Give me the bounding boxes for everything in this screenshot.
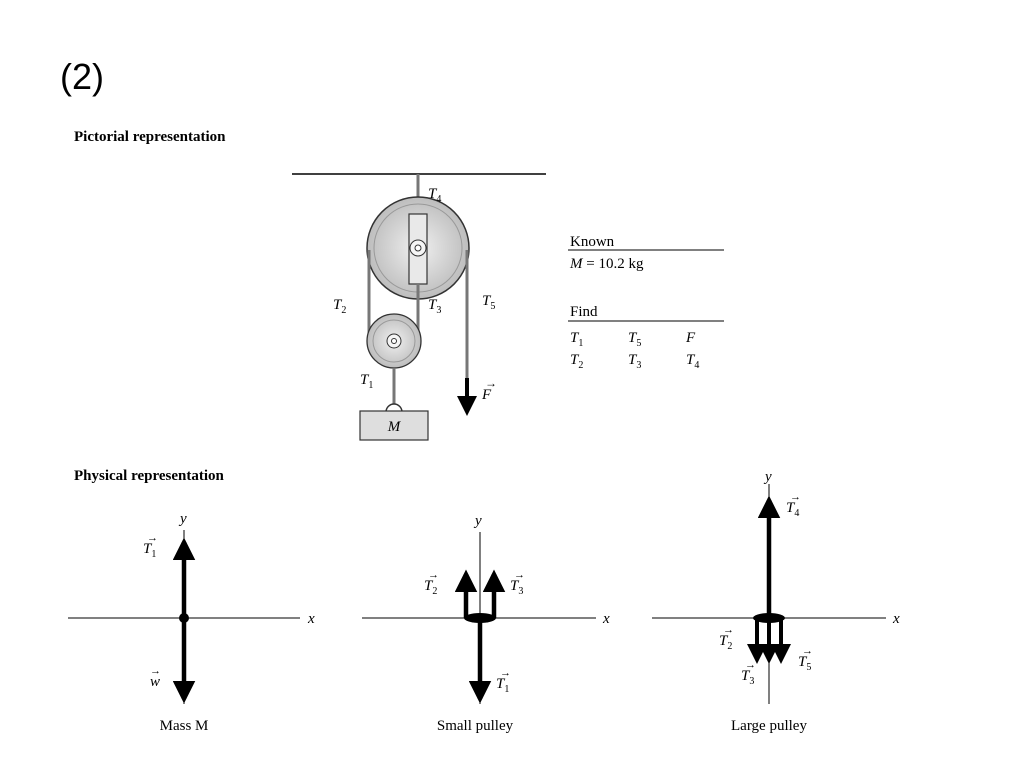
slide-number: (2)	[60, 56, 104, 97]
vec-mark: →	[150, 665, 161, 677]
find-item: T3	[628, 352, 641, 371]
y-axis-label: y	[763, 469, 772, 485]
label-t1: T1	[360, 372, 373, 391]
find-item: T4	[686, 352, 699, 371]
force-arrow-mark: →	[485, 376, 497, 390]
pictorial-heading: Pictorial representation	[74, 129, 226, 145]
vec-mark: →	[147, 532, 158, 544]
label-t2: T2	[333, 297, 346, 316]
vec-mark: →	[514, 569, 525, 581]
large-pulley	[366, 196, 470, 300]
find-heading: Find	[570, 304, 598, 320]
label-vec-t2-down: T2	[719, 633, 732, 652]
find-item: T2	[570, 352, 583, 371]
find-item: T5	[628, 330, 641, 349]
known-heading: Known	[570, 234, 615, 250]
caption-small-pulley: Small pulley	[437, 718, 514, 734]
label-vec-t1-down: T1	[496, 676, 509, 695]
x-axis-label: x	[307, 611, 315, 627]
mass-block	[359, 410, 429, 441]
pictorial-representation: M F → T4 T2 T3 T5 T1 Known M = 10.2 kg F…	[292, 173, 724, 441]
y-axis-label: y	[178, 511, 187, 527]
label-vec-t4: T4	[786, 500, 799, 519]
label-t3: T3	[428, 297, 441, 316]
vec-mark: →	[802, 645, 813, 657]
fbd-mass: x y T1 → w → Mass M	[68, 511, 315, 734]
small-pulley	[366, 313, 422, 369]
find-item: F	[685, 330, 696, 346]
fbd-large-pulley: x y T4 → T2 → T3 → T5 → Lar	[652, 469, 900, 734]
pulley-point	[464, 613, 496, 623]
find-item: T1	[570, 330, 583, 349]
label-vec-w: w	[150, 674, 160, 690]
y-axis-label: y	[473, 513, 482, 529]
physical-representation: x y T1 → w → Mass M x y T2	[68, 469, 900, 734]
physical-heading: Physical representation	[74, 468, 224, 484]
find-items: T1 T5 F T2 T3 T4	[570, 330, 699, 371]
label-t4: T4	[428, 186, 441, 205]
label-t5: T5	[482, 293, 495, 312]
known-mass: M = 10.2 kg	[569, 256, 644, 272]
vec-mark: →	[723, 624, 734, 636]
label-vec-t2: T2	[424, 578, 437, 597]
x-axis-label: x	[602, 611, 610, 627]
vec-mark: →	[745, 659, 756, 671]
label-vec-t3: T3	[510, 578, 523, 597]
fbd-small-pulley: x y T2 → T3 → T1 → Small pulley	[362, 513, 610, 734]
x-axis-label: x	[892, 611, 900, 627]
caption-mass: Mass M	[160, 718, 209, 734]
label-vec-t5-down: T5	[798, 654, 811, 673]
force-label: F	[481, 387, 492, 403]
caption-large-pulley: Large pulley	[731, 718, 807, 734]
mass-point	[179, 613, 189, 623]
label-vec-t1: T1	[143, 541, 156, 560]
vec-mark: →	[500, 667, 511, 679]
label-vec-t3-down: T3	[741, 668, 754, 687]
pulley-point	[753, 613, 785, 623]
vec-mark: →	[428, 569, 439, 581]
mass-label: M	[387, 419, 402, 435]
hook	[385, 403, 403, 413]
vec-mark: →	[790, 491, 801, 503]
